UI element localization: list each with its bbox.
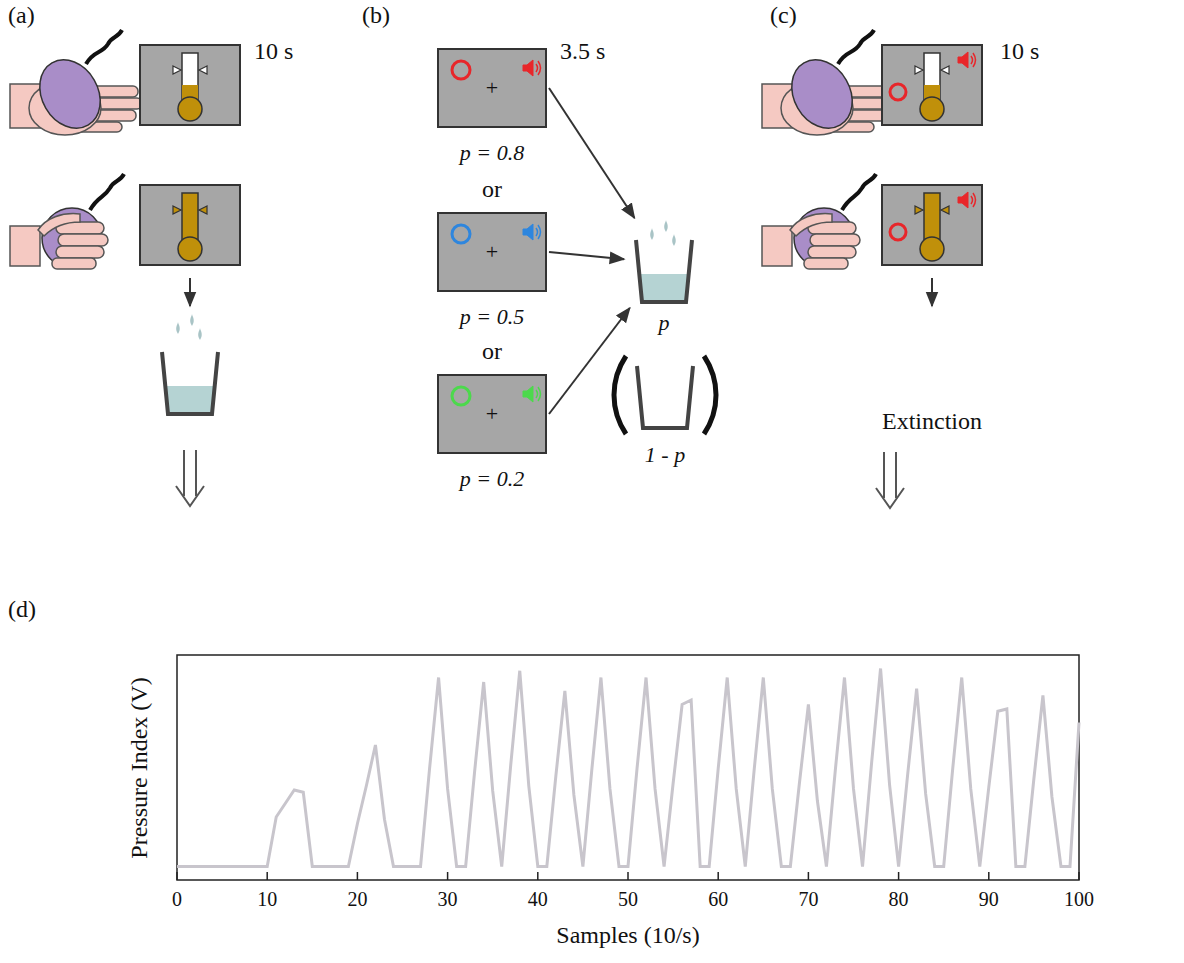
illustration-part <box>177 669 1079 867</box>
tick-label: 0 <box>172 888 182 911</box>
speaker-icon <box>523 60 541 76</box>
tick-label: 90 <box>979 888 999 911</box>
fixation-cross: + <box>486 401 498 426</box>
speaker-icon <box>958 192 976 208</box>
axis-title: Samples (10/s) <box>556 922 699 950</box>
duration-label: 10 s <box>254 38 293 66</box>
reward-glass: p <box>628 222 700 304</box>
or-label: or <box>482 338 502 366</box>
thermometer-screen <box>140 185 240 265</box>
illustration-part <box>988 872 990 880</box>
tick-label: 20 <box>347 888 367 911</box>
phase-label: Extinction <box>882 408 982 436</box>
squeezing-hand <box>762 174 876 269</box>
speaker-icon <box>523 224 541 240</box>
probability-label: p = 0.5 <box>460 304 524 329</box>
cue-circle <box>890 84 906 100</box>
tick-label: 50 <box>618 888 638 911</box>
illustration-part <box>176 872 178 880</box>
flow-arrow <box>549 252 624 259</box>
squeezing-hand <box>10 174 124 269</box>
panel-letter: (a) <box>8 2 35 30</box>
fixation-cross: + <box>486 239 498 264</box>
water-drops <box>650 220 676 246</box>
cue-circle <box>452 387 470 405</box>
stimulus-screen: +p = 0.8 <box>437 48 547 128</box>
down-arrow <box>189 278 191 306</box>
empty-glass <box>637 366 693 428</box>
node-graphic <box>628 222 700 304</box>
speaker-icon <box>523 386 541 402</box>
illustration-part <box>627 872 629 880</box>
water-glass <box>162 352 218 414</box>
plot-frame <box>177 655 1079 880</box>
thermometer-screen <box>882 45 982 125</box>
probability-label: p = 0.2 <box>460 466 524 491</box>
probability-label: 1 - p <box>645 442 685 467</box>
illustration-part <box>537 872 539 880</box>
or-label: or <box>482 176 502 204</box>
illustration-part <box>266 872 268 880</box>
panel-letter: (b) <box>362 2 390 30</box>
duration-label: 3.5 s <box>560 38 605 66</box>
illustration-part <box>447 872 449 880</box>
pressure-trace <box>177 669 1079 867</box>
duration-label: 10 s <box>1000 38 1039 66</box>
reward-glass: 1 - p <box>612 352 718 436</box>
tick-label: 70 <box>798 888 818 911</box>
water-glass <box>636 240 692 302</box>
probability-label: p <box>659 310 670 335</box>
stimulus-screen: +p = 0.5 <box>437 212 547 292</box>
stimulus-screen: +p = 0.2 <box>437 374 547 454</box>
flow-arrow <box>549 308 630 414</box>
tick-label: 40 <box>528 888 548 911</box>
thermometer-screen <box>882 185 982 265</box>
node-graphic <box>612 352 718 436</box>
open-hand <box>10 30 142 139</box>
tick-label: 100 <box>1064 888 1094 911</box>
axis-title: Pressure Index (V) <box>126 677 154 858</box>
flow-arrow <box>549 88 634 218</box>
panel-letter: (c) <box>770 2 797 30</box>
illustration-part <box>898 872 900 880</box>
probability-label: p = 0.8 <box>460 140 524 165</box>
tick-label: 60 <box>708 888 728 911</box>
parenthesis <box>614 356 626 434</box>
double-arrow <box>876 452 904 508</box>
fixation-cross: + <box>486 75 498 100</box>
cue-circle <box>452 61 470 79</box>
illustration-part <box>357 872 359 880</box>
cue-circle <box>452 225 470 243</box>
double-arrow <box>176 450 204 506</box>
illustration-part <box>808 872 810 880</box>
open-hand <box>762 30 894 139</box>
parenthesis <box>704 356 716 434</box>
thermometer-screen <box>140 45 240 125</box>
tick-label: 10 <box>257 888 277 911</box>
tick-label: 80 <box>889 888 909 911</box>
speaker-icon <box>958 52 976 68</box>
water-drops <box>176 314 202 340</box>
cue-circle <box>890 224 906 240</box>
illustration-part <box>1078 872 1080 880</box>
illustration-part <box>717 872 719 880</box>
tick-label: 30 <box>438 888 458 911</box>
panel-letter: (d) <box>8 596 36 624</box>
down-arrow <box>931 278 933 306</box>
axis-ticks <box>177 872 1079 880</box>
